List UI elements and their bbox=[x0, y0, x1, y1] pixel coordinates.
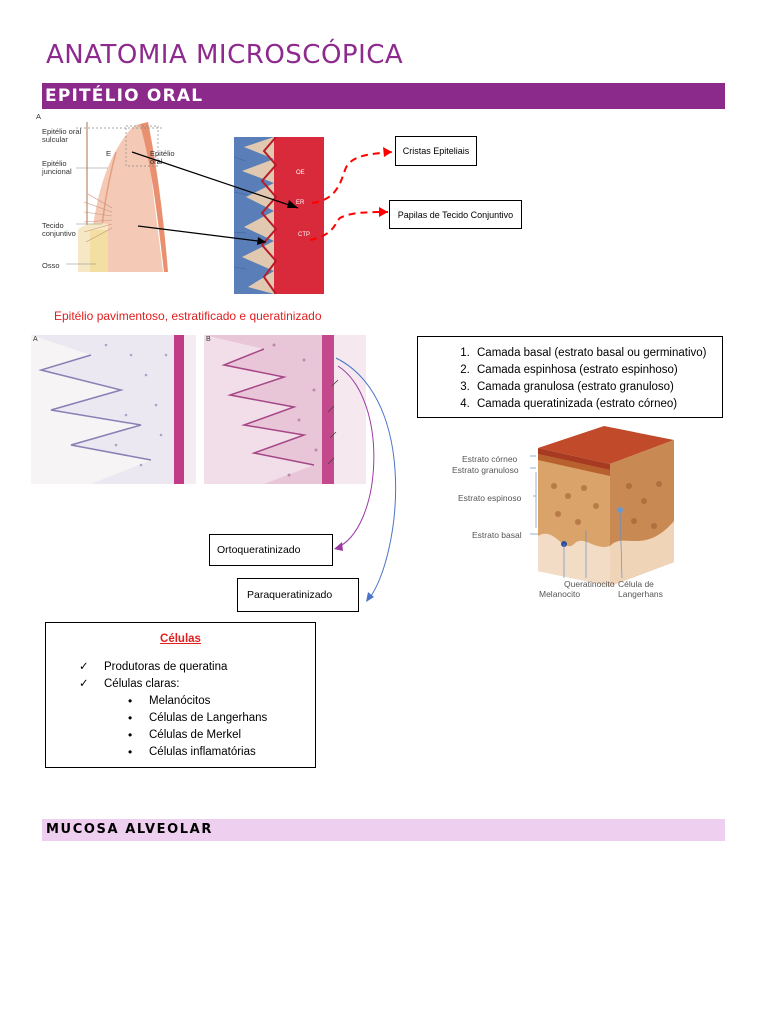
label-estrato-basal: Estrato basal bbox=[472, 530, 522, 540]
label-er: ER bbox=[296, 200, 305, 206]
bullet-item: • Melanócitos bbox=[46, 693, 315, 710]
histology-image-a: A bbox=[31, 335, 196, 484]
layer-item: Camada basal (estrato basal ou germinati… bbox=[473, 345, 722, 362]
label-estrato-granuloso: Estrato granuloso bbox=[452, 465, 519, 475]
label-estrato-corneo: Estrato córneo bbox=[462, 454, 518, 464]
histology-image-1: OE ER CTP bbox=[234, 137, 324, 294]
layer-item: Camada queratinizada (estrato córneo) bbox=[473, 396, 722, 413]
subtitle-epitelio: Epitélio pavimentoso, estratificado e qu… bbox=[54, 309, 322, 323]
section-header-epitelio-oral: EPITÉLIO ORAL bbox=[42, 83, 725, 109]
label-osso: Osso bbox=[42, 261, 60, 270]
label-ctp: CTP bbox=[298, 232, 310, 238]
label-celula-langerhans: Célula de Langerhans bbox=[618, 579, 663, 600]
callout-papilas: Papilas de Tecido Conjuntivo bbox=[389, 200, 522, 229]
cells-bullet-list: • Melanócitos • Células de Langerhans • Cél… bbox=[46, 693, 315, 761]
check-item-text: Produtoras de queratina bbox=[104, 661, 228, 673]
check-item: ✓ Produtoras de queratina bbox=[46, 659, 315, 676]
bullet-item: • Células de Merkel bbox=[46, 727, 315, 744]
arrows-overlay-2 bbox=[327, 357, 396, 602]
label-epitelio-oral: Epitélio oral bbox=[150, 149, 175, 167]
layers-list-box: Camada basal (estrato basal ou germinati… bbox=[417, 336, 723, 418]
bullet-text: Células de Merkel bbox=[149, 729, 242, 741]
diagram-letter-a: A bbox=[36, 112, 42, 121]
checkmark-icon: ✓ bbox=[79, 661, 89, 673]
label-tecido-conjuntivo: Tecido conjuntivo bbox=[42, 221, 76, 239]
bullet-text: Células inflamatórias bbox=[149, 746, 256, 758]
label-estrato-espinoso: Estrato espinoso bbox=[458, 493, 522, 503]
callout-papilas-text: Papilas de Tecido Conjuntivo bbox=[397, 209, 514, 220]
section-header-mucosa-alveolar: MUCOSA ALVEOLAR bbox=[42, 819, 725, 841]
bullet-icon: • bbox=[128, 745, 133, 759]
layers-list: Camada basal (estrato basal ou germinati… bbox=[418, 345, 722, 413]
skin-block-drawing bbox=[538, 426, 674, 586]
paraqueratinizado-text: Paraqueratinizado bbox=[247, 588, 333, 601]
page-title: ANATOMIA MICROSCÓPICA bbox=[46, 40, 404, 70]
bullet-item: • Células inflamatórias bbox=[46, 744, 315, 761]
callout-cristas-epiteliais: Cristas Epiteliais bbox=[395, 136, 477, 166]
bullet-text: Melanócitos bbox=[149, 695, 211, 707]
label-melanocito: Melanocito bbox=[539, 589, 581, 599]
skin-leader-lines bbox=[563, 507, 623, 579]
label-queratinocito: Queratinocito bbox=[564, 579, 615, 589]
label-oe: OE bbox=[296, 170, 305, 176]
checkmark-icon: ✓ bbox=[79, 678, 89, 690]
cells-check-list: ✓ Produtoras de queratina ✓ Células claras… bbox=[46, 659, 315, 693]
check-item-text: Células claras: bbox=[104, 678, 180, 690]
histology-1-drawing bbox=[234, 137, 324, 294]
bullet-icon: • bbox=[128, 728, 133, 742]
label-e: E bbox=[106, 149, 112, 158]
bullet-text: Células de Langerhans bbox=[149, 712, 268, 724]
bullet-icon: • bbox=[128, 694, 133, 708]
gingiva-schematic bbox=[38, 112, 188, 277]
skin-layers-illustration bbox=[534, 426, 676, 586]
histology-a-letter: A bbox=[33, 336, 38, 343]
bullet-item: • Células de Langerhans bbox=[46, 710, 315, 727]
cells-box: Células ✓ Produtoras de queratina ✓ Célula… bbox=[45, 622, 316, 768]
histology-b-drawing bbox=[204, 335, 366, 484]
arrows-overlay-1 bbox=[131, 147, 393, 245]
label-epitelio-oral-sulcular: Epitélio oral sulcular bbox=[42, 127, 82, 145]
histology-image-b: B bbox=[204, 335, 366, 484]
histology-a-drawing bbox=[31, 335, 196, 484]
layer-item: Camada granulosa (estrato granuloso) bbox=[473, 379, 722, 396]
ortoqueratinizado-box: Ortoqueratinizado bbox=[209, 534, 333, 566]
callout-cristas-text: Cristas Epiteliais bbox=[402, 146, 470, 156]
cells-title: Células bbox=[160, 633, 201, 645]
bullet-icon: • bbox=[128, 711, 133, 725]
skin-label-brackets bbox=[530, 455, 538, 535]
ortoqueratinizado-text: Ortoqueratinizado bbox=[217, 543, 301, 556]
label-epitelio-juncional: Epitélio juncional bbox=[42, 159, 72, 177]
layer-item: Camada espinhosa (estrato espinhoso) bbox=[473, 362, 722, 379]
gingiva-drawing bbox=[66, 122, 168, 273]
paraqueratinizado-box: Paraqueratinizado bbox=[237, 578, 359, 612]
check-item: ✓ Células claras: bbox=[46, 676, 315, 693]
histology-b-letter: B bbox=[206, 336, 211, 343]
